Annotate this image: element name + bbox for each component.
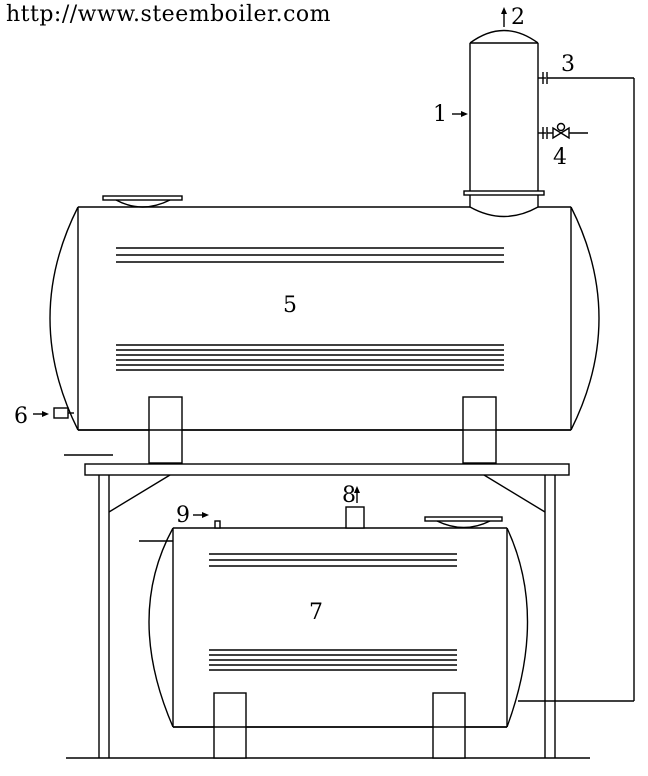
lower-vent-nozzle	[345, 506, 365, 529]
separator-bottom-dome	[469, 195, 539, 218]
separator-vessel	[463, 29, 545, 218]
support-frame	[66, 463, 590, 759]
frame-brace-left	[108, 474, 171, 513]
label-7: 7	[309, 600, 323, 625]
label-4: 4	[553, 145, 567, 170]
lower-manhole-flange	[424, 516, 503, 522]
label-1-arrow	[452, 111, 468, 117]
upper-tank-right-head	[570, 206, 600, 431]
lower-tank	[139, 506, 529, 759]
frame-top-beam	[84, 463, 570, 476]
website-url: http://www.steemboiler.com	[6, 2, 332, 27]
label-8: 8	[342, 483, 356, 508]
upper-tank	[49, 195, 600, 464]
upper-tank-left-head	[49, 206, 79, 431]
label-6-arrow	[33, 411, 49, 417]
upper-manhole-flange	[102, 195, 183, 201]
label-5: 5	[283, 293, 297, 318]
label-2: 2	[511, 5, 525, 30]
label-1: 1	[433, 102, 447, 127]
steam-outlet-arrow	[501, 7, 507, 27]
lower-small-nozzle	[214, 520, 221, 529]
upper-tank-baffles	[116, 247, 504, 371]
upper-drain-nozzle	[53, 407, 69, 419]
lower-tank-baffles	[209, 553, 457, 671]
return-pipe	[518, 72, 635, 702]
label-9: 9	[176, 503, 190, 528]
valve-icon	[552, 126, 570, 140]
label-9-arrow	[193, 512, 209, 518]
lower-manhole-cover	[436, 520, 491, 529]
label-8-arrow	[354, 486, 360, 503]
label-6: 6	[14, 404, 28, 429]
lower-saddle-right	[432, 692, 466, 759]
label-3: 3	[561, 52, 575, 77]
separator-flange	[463, 190, 545, 196]
drain-valve	[538, 122, 588, 140]
lower-tank-right-head	[506, 527, 529, 728]
lower-tank-left-head	[148, 527, 174, 728]
frame-brace-right	[483, 474, 546, 513]
valve-handle	[556, 122, 566, 132]
upper-manhole-cover	[115, 199, 171, 208]
lower-saddle-left	[213, 692, 247, 759]
separator-top-dome	[469, 29, 539, 44]
